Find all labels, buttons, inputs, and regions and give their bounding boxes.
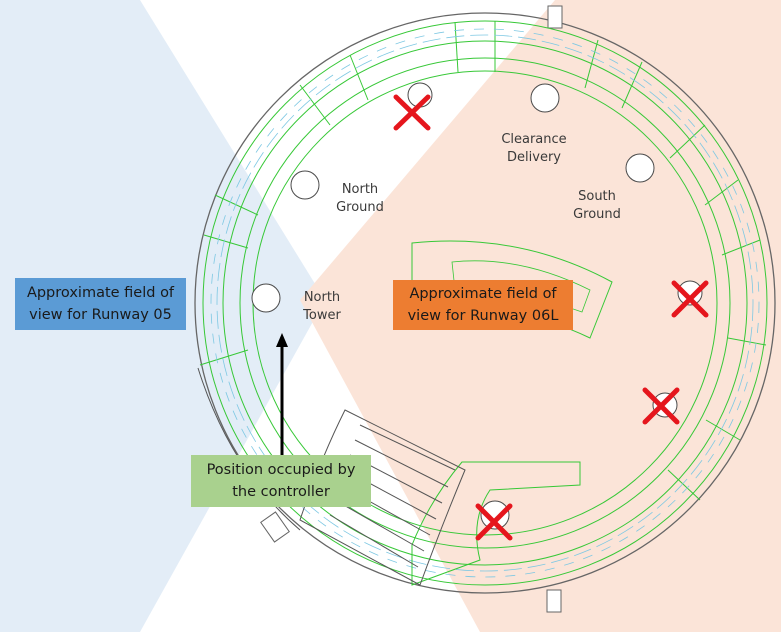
lower-console <box>411 461 581 586</box>
red-x-icon <box>642 387 680 425</box>
seat-right-1 <box>677 280 703 306</box>
unoccupied-markers <box>393 94 709 541</box>
console-desk-strips <box>210 28 760 578</box>
tower-cab-inner-ring <box>239 57 731 549</box>
seat-north-tower <box>251 283 281 313</box>
tower-cab-outer-wall <box>194 12 776 594</box>
seat-south-ground <box>625 153 655 183</box>
seat-clearance <box>530 83 560 113</box>
mullion-tabs <box>260 5 563 613</box>
red-x-icon <box>393 94 431 131</box>
red-x-icon <box>475 503 513 541</box>
stairwell <box>299 409 466 586</box>
controller-arrow-head <box>276 333 288 347</box>
callout-runway-05: Approximate field of view for Runway 05 <box>15 278 186 330</box>
callout-runway-06l: Approximate field of view for Runway 06L <box>393 280 573 330</box>
seat-bottom <box>480 500 510 530</box>
red-x-icon <box>671 280 709 318</box>
seat-north-ground <box>290 170 320 200</box>
callout-controller-position: Position occupied by the controller <box>191 455 371 507</box>
